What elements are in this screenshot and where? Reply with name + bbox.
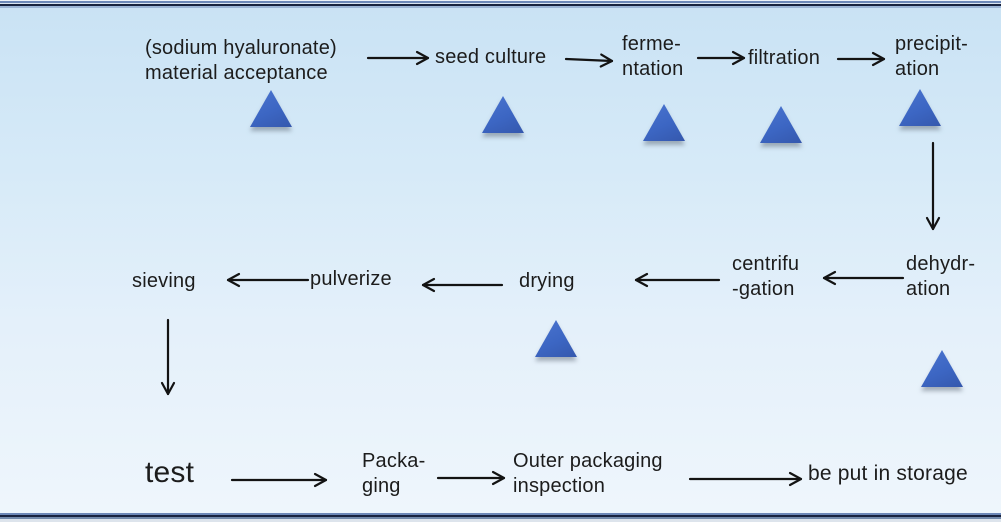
step-sieving: sieving	[132, 270, 196, 292]
top-border-stripe	[0, 6, 1001, 8]
bottom-border-stripe	[0, 519, 1001, 522]
bottom-border	[0, 513, 1001, 522]
step-pulverize: pulverize	[310, 268, 392, 290]
triangle-icon	[482, 96, 524, 133]
step-precipitation: precipit- ation	[895, 33, 968, 80]
triangle-icon	[643, 104, 685, 141]
top-border	[0, 0, 1001, 8]
top-border-stripe	[0, 4, 1001, 6]
top-border-stripe	[0, 1, 1001, 3]
step-outer-packaging-inspection: Outer packaging inspection	[513, 450, 663, 497]
step-centrifugation: centrifu -gation	[732, 253, 800, 300]
triangle-icon	[921, 350, 963, 387]
triangle-marker-material-acceptance	[250, 90, 292, 127]
step-test: test	[145, 456, 195, 489]
step-storage: be put in storage	[808, 462, 968, 485]
step-drying: drying	[519, 270, 575, 292]
step-packaging: Packa- ging	[362, 450, 426, 497]
triangle-marker-dehydration	[921, 350, 963, 387]
bottom-border-stripe	[0, 517, 1001, 519]
bottom-border-stripe	[0, 515, 1001, 517]
triangle-marker-seed-culture	[482, 96, 524, 133]
triangle-marker-filtration	[760, 106, 802, 143]
top-border-stripe	[0, 3, 1001, 4]
top-border-stripe	[0, 0, 1001, 1]
bottom-border-stripe	[0, 513, 1001, 515]
triangle-marker-drying	[535, 320, 577, 357]
step-fermentation: ferme- ntation	[622, 33, 684, 80]
triangle-marker-fermentation	[643, 104, 685, 141]
step-material-acceptance: (sodium hyaluronate) material acceptance	[145, 37, 337, 84]
triangle-icon	[535, 320, 577, 357]
triangle-marker-precipitation	[899, 89, 941, 126]
triangle-icon	[899, 89, 941, 126]
arrow-seed-culture-to-fermentation	[564, 53, 614, 68]
step-filtration: filtration	[748, 47, 821, 69]
step-dehydration: dehydr- ation	[906, 253, 976, 300]
step-seed-culture: seed culture	[435, 46, 547, 68]
triangle-icon	[250, 90, 292, 127]
triangle-icon	[760, 106, 802, 143]
